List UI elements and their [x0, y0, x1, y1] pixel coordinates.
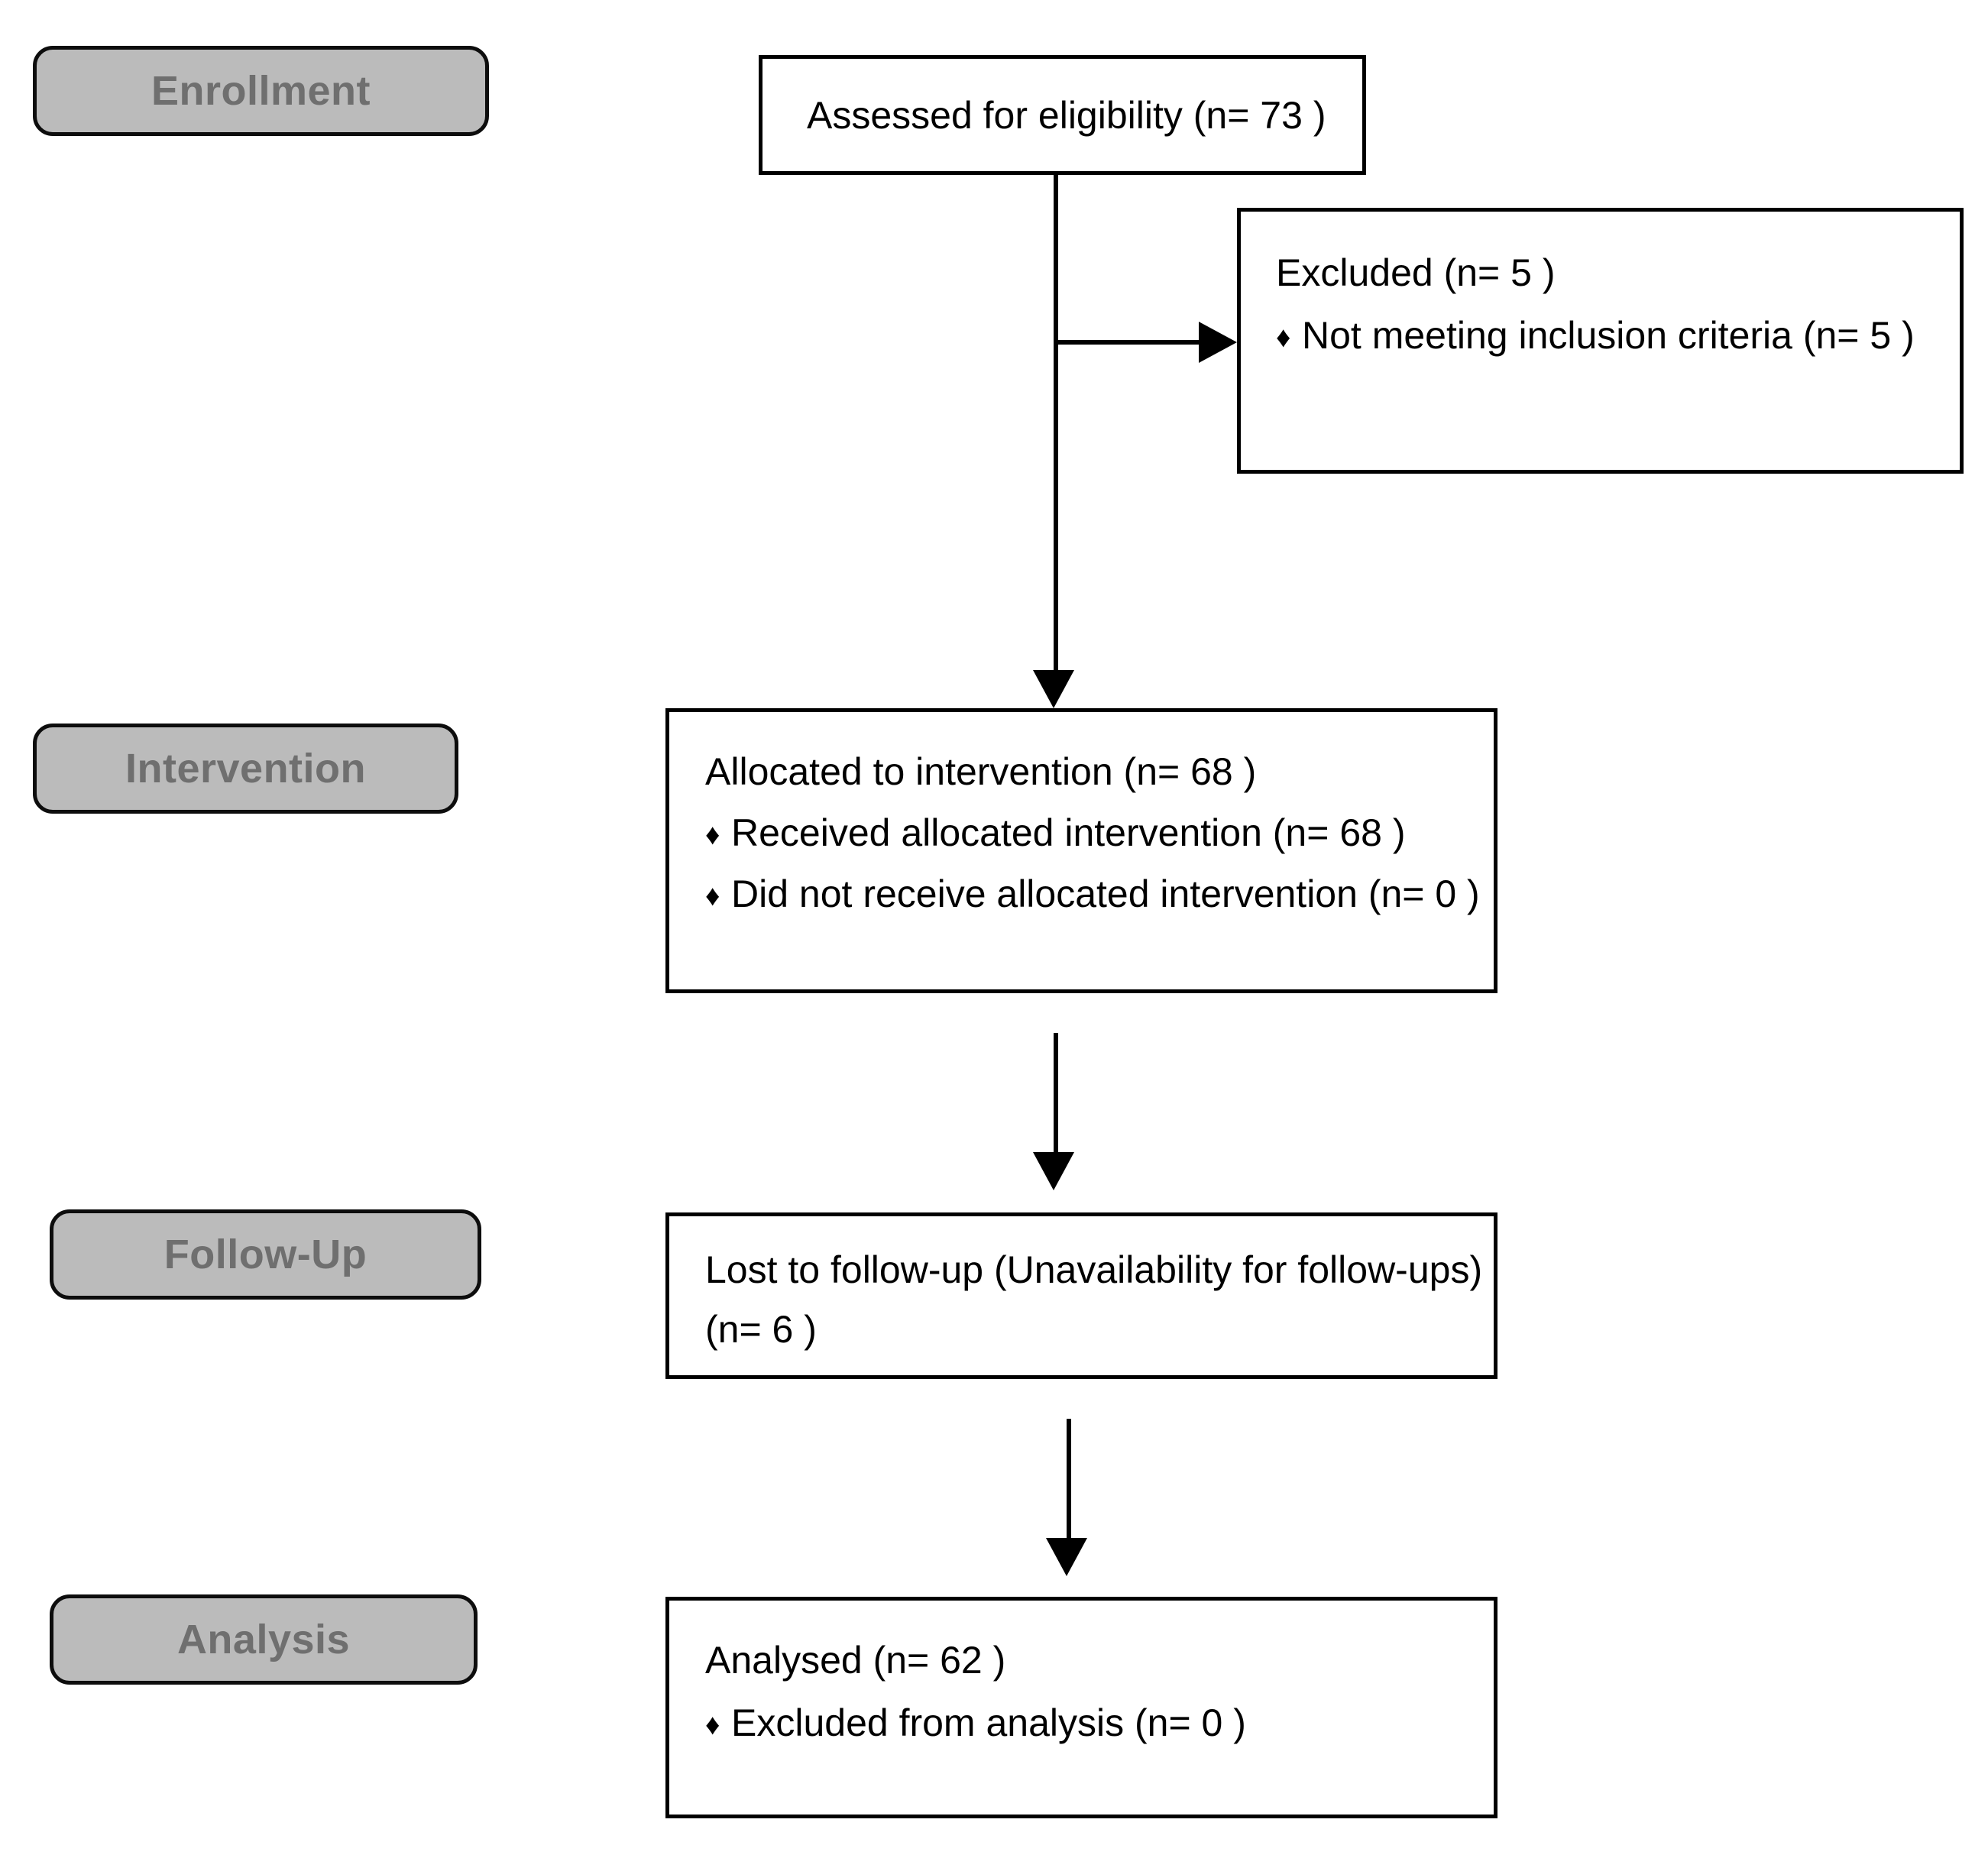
analysed-heading: Analysed (n= 62 ) [705, 1639, 1006, 1682]
allocation-bullet-2: ♦ Did not receive allocated intervention … [705, 869, 1485, 918]
excluded-box: Excluded (n= 5 ) ♦ Not meeting inclusion … [1237, 208, 1964, 474]
diamond-bullet-icon: ♦ [1276, 322, 1291, 354]
excluded-heading: Excluded (n= 5 ) [1276, 251, 1556, 294]
connector-allocation-to-followup-arrowhead [1033, 1152, 1074, 1190]
lost-to-follow-up-box: Lost to follow-up (Unavailability for fo… [665, 1212, 1497, 1379]
analysed-box: Analysed (n= 62 ) ♦ Excluded from analysi… [665, 1597, 1497, 1818]
stage-label-analysis: Analysis [50, 1594, 478, 1685]
connector-allocation-to-followup-line [1054, 1033, 1058, 1169]
stage-label-intervention: Intervention [33, 724, 458, 814]
stage-label-enrollment: Enrollment [33, 46, 489, 136]
stage-label-enrollment-text: Enrollment [151, 68, 371, 114]
connector-eligibility-to-allocation-arrowhead [1033, 670, 1074, 708]
stage-label-intervention-text: Intervention [125, 746, 367, 792]
excluded-bullet-1: ♦ Not meeting inclusion criteria (n= 5 ) [1276, 311, 1956, 360]
connector-to-excluded-arrowhead [1199, 322, 1237, 363]
allocation-bullet-1: ♦ Received allocated intervention (n= 68 … [705, 808, 1485, 857]
diamond-bullet-icon: ♦ [705, 880, 720, 912]
assessed-for-eligibility-box: Assessed for eligibility (n= 73 ) [759, 55, 1366, 175]
eligibility-line-1: Assessed for eligibility (n= 73 ) [807, 94, 1326, 137]
followup-line-2: (n= 6 ) [705, 1308, 817, 1351]
allocation-bullet-1-text: Received allocated intervention (n= 68 ) [731, 811, 1406, 854]
allocation-heading: Allocated to intervention (n= 68 ) [705, 750, 1257, 793]
followup-line-1: Lost to follow-up (Unavailability for fo… [705, 1248, 1483, 1291]
excluded-bullet-1-text: Not meeting inclusion criteria (n= 5 ) [1302, 314, 1915, 357]
connector-followup-to-analysed-line [1067, 1419, 1071, 1555]
diamond-bullet-icon: ♦ [705, 1709, 720, 1741]
stage-label-analysis-text: Analysis [176, 1617, 351, 1662]
analysed-bullet-1-text: Excluded from analysis (n= 0 ) [731, 1701, 1246, 1744]
stage-label-follow-up: Follow-Up [50, 1209, 481, 1300]
connector-eligibility-to-allocation-line [1054, 175, 1058, 680]
allocation-bullet-2-text: Did not receive allocated intervention (… [731, 872, 1480, 915]
allocated-to-intervention-box: Allocated to intervention (n= 68 ) ♦ Rece… [665, 708, 1497, 993]
stage-label-follow-up-text: Follow-Up [164, 1232, 367, 1277]
diamond-bullet-icon: ♦ [705, 819, 720, 851]
connector-to-excluded-line [1054, 340, 1203, 345]
connector-followup-to-analysed-arrowhead [1046, 1538, 1087, 1576]
analysed-bullet-1: ♦ Excluded from analysis (n= 0 ) [705, 1698, 1477, 1747]
